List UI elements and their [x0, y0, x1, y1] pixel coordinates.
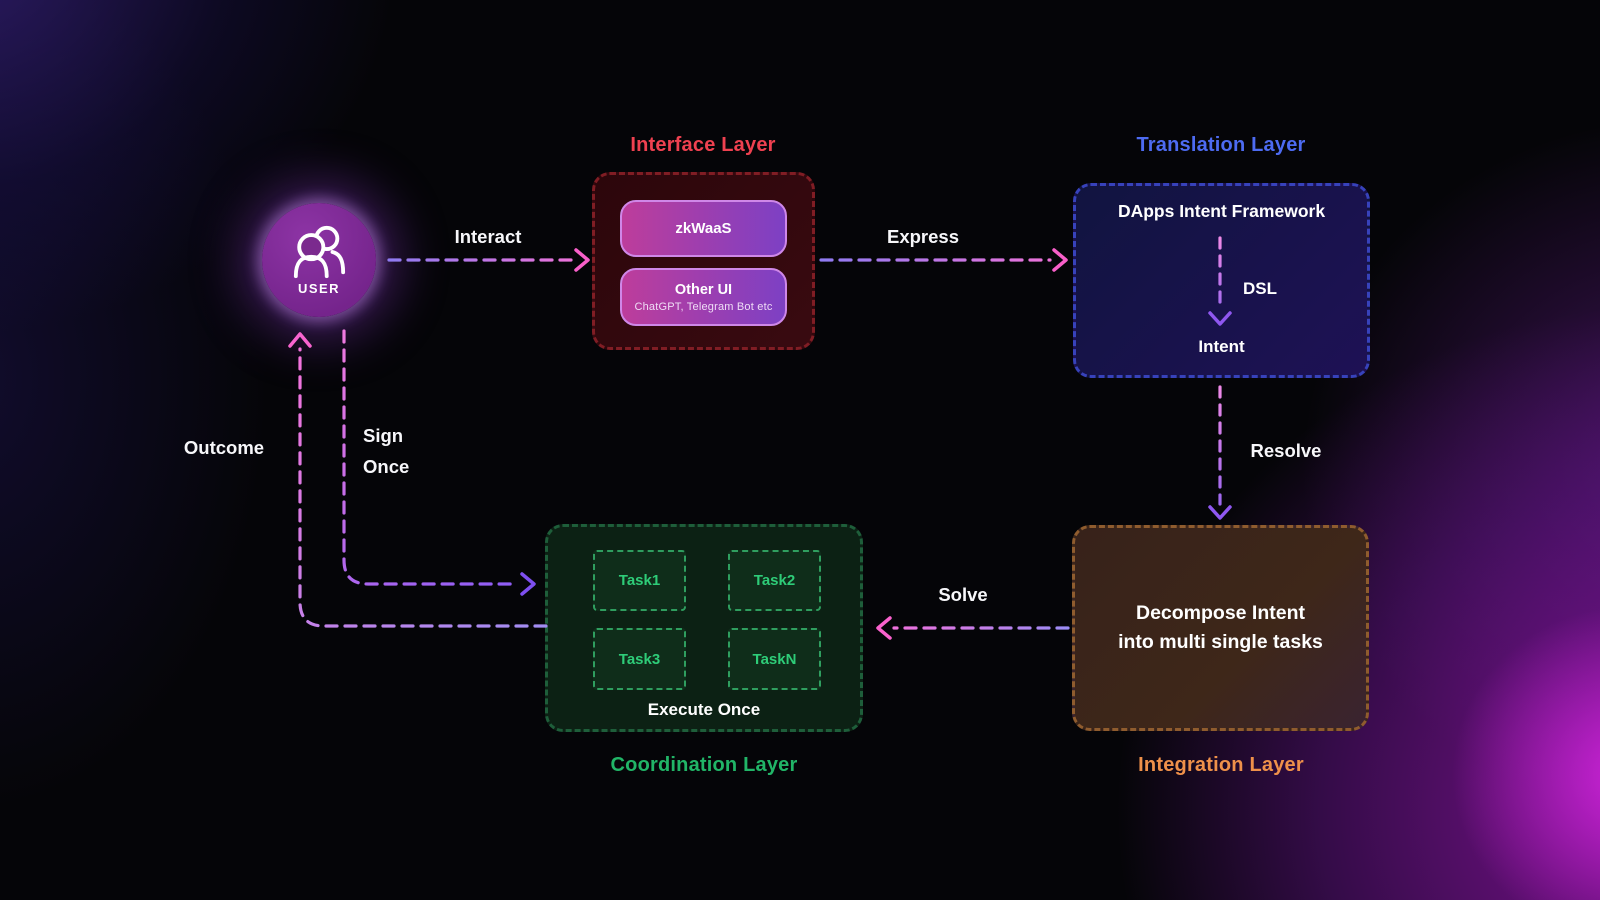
integration-layer-box: Decompose Intent into multi single tasks	[1072, 525, 1369, 731]
coordination-layer-box: Task1 Task2 Task3 TaskN Execute Once	[545, 524, 863, 732]
intent-label: Intent	[1198, 337, 1245, 356]
resolve-label: Resolve	[1250, 440, 1322, 461]
two-users-icon	[293, 225, 346, 279]
zkwaas-pill: zkWaaS	[620, 200, 787, 257]
solve-label: Solve	[938, 584, 988, 605]
execute-once-label: Execute Once	[647, 700, 761, 719]
translation-layer-title: Translation Layer	[1136, 134, 1306, 156]
translation-layer-box: DApps Intent Framework DSL Intent	[1073, 183, 1370, 378]
zkwaas-pill-label: zkWaaS	[675, 220, 732, 237]
interact-arrowhead	[574, 248, 590, 272]
dsl-label: DSL	[1243, 279, 1277, 298]
other-ui-pill-label: Other UI	[674, 281, 733, 298]
task3-box: Task3	[593, 628, 686, 690]
taskN-box: TaskN	[728, 628, 821, 690]
sign-once-label: Sign Once	[363, 420, 443, 482]
integration-layer-title: Integration Layer	[1138, 754, 1304, 776]
sign-once-line1: Sign	[363, 425, 404, 446]
user-label: USER	[297, 281, 341, 296]
integration-body-line2: into multi single tasks	[1118, 631, 1323, 653]
other-ui-pill: Other UI ChatGPT, Telegram Bot etc	[620, 268, 787, 326]
outcome-arrow-line	[298, 347, 548, 628]
express-label: Express	[887, 226, 959, 247]
interface-layer-box: zkWaaS Other UI ChatGPT, Telegram Bot et…	[592, 172, 815, 350]
outcome-arrowhead	[288, 332, 312, 348]
outcome-label: Outcome	[183, 437, 265, 458]
interface-layer-title: Interface Layer	[630, 134, 776, 156]
task2-box: Task2	[728, 550, 821, 611]
other-ui-pill-sublabel: ChatGPT, Telegram Bot etc	[634, 300, 773, 313]
resolve-arrowhead	[1208, 505, 1232, 520]
interact-label: Interact	[454, 226, 522, 247]
solve-arrowhead	[876, 616, 892, 640]
integration-body-line1: Decompose Intent	[1135, 601, 1306, 624]
express-arrowhead	[1052, 248, 1068, 272]
coordination-layer-title: Coordination Layer	[610, 754, 798, 776]
sign-once-line2: Once	[363, 456, 410, 477]
sign-once-arrowhead	[520, 572, 536, 596]
task1-box: Task1	[593, 550, 686, 611]
user-node: USER	[262, 203, 376, 317]
dapps-intent-framework-label: DApps Intent Framework	[1117, 201, 1326, 221]
